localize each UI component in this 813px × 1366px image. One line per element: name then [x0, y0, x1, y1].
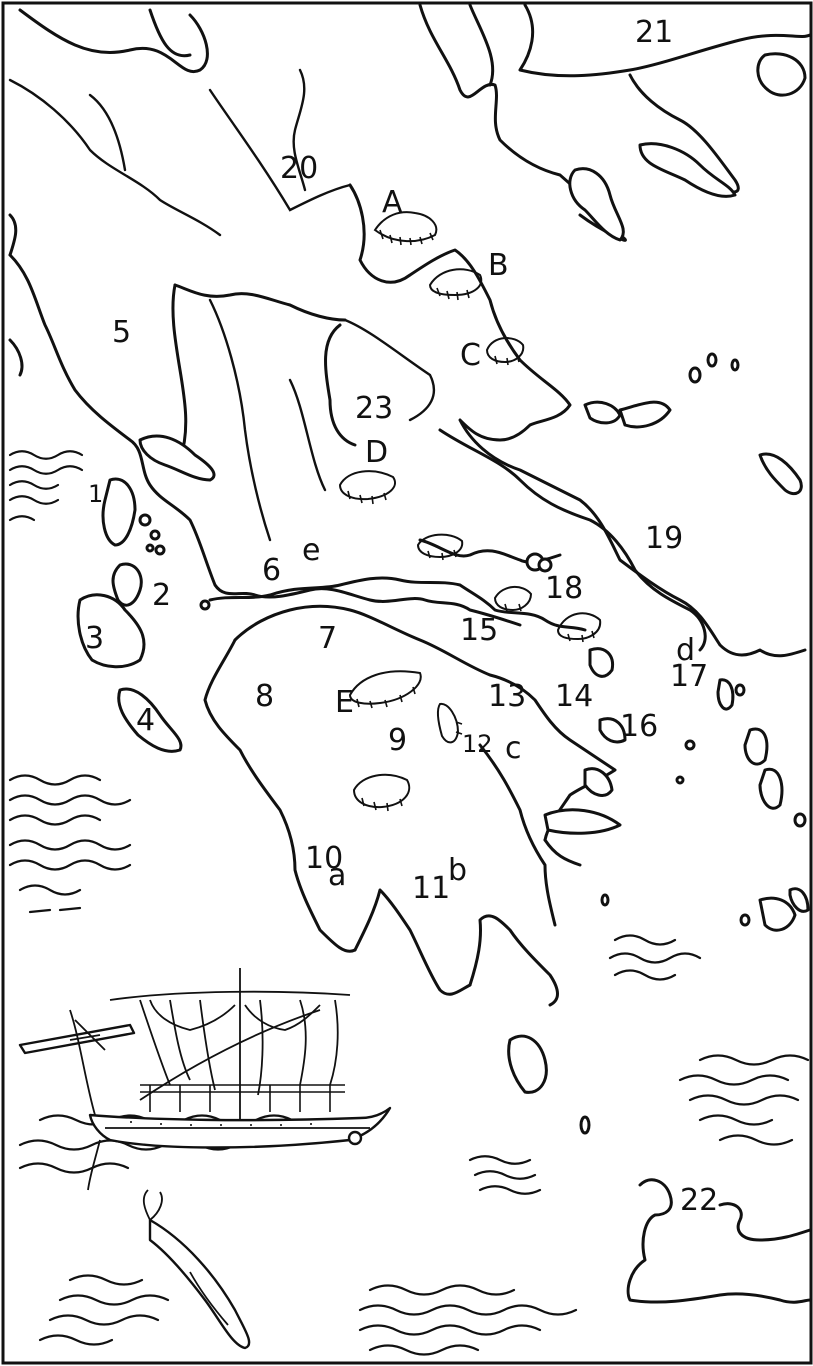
label-5: 5 — [112, 315, 131, 350]
label-4: 4 — [136, 703, 155, 738]
ionian-islands — [76, 434, 216, 753]
mountain-icon — [416, 533, 464, 561]
mountains — [338, 211, 602, 812]
label-16: 16 — [620, 709, 658, 744]
mountain-icon — [352, 773, 411, 812]
rivers — [8, 68, 436, 542]
crete-island — [626, 1178, 812, 1304]
label-mountain-C: C — [460, 338, 481, 373]
chalcidice-peninsulas — [568, 52, 807, 242]
label-city-a: a — [328, 858, 346, 893]
mountain-labels: A B C D E — [335, 185, 509, 720]
label-mountain-A: A — [382, 185, 403, 220]
dolphin-icon — [142, 1189, 251, 1350]
island-4 — [117, 687, 183, 753]
ship-icon — [18, 968, 392, 1191]
mountain-icon — [428, 268, 483, 301]
mountain-icon — [493, 586, 533, 612]
island-2 — [111, 562, 143, 607]
label-13: 13 — [488, 679, 526, 714]
label-mountain-E: E — [335, 685, 354, 720]
label-mountain-B: B — [488, 248, 509, 283]
label-11: 11 — [412, 871, 450, 906]
label-city-c: c — [505, 731, 522, 766]
label-city-b: b — [448, 853, 467, 888]
mountain-icon — [556, 612, 602, 643]
mountain-icon — [485, 337, 525, 366]
label-20: 20 — [280, 151, 318, 186]
label-12: 12 — [462, 730, 493, 758]
mountain-icon — [338, 470, 396, 505]
region-labels: 21 20 5 23 19 1 2 3 4 6 7 8 9 10 11 12 1… — [85, 15, 718, 1218]
mountain-icon — [436, 702, 463, 744]
greek-mainland — [8, 183, 807, 658]
city-markers — [525, 552, 553, 573]
label-21: 21 — [635, 15, 673, 50]
label-city-e: e — [302, 533, 320, 568]
northern-coastlines — [18, 3, 812, 242]
label-22: 22 — [680, 1183, 718, 1218]
label-9: 9 — [388, 723, 407, 758]
label-8: 8 — [255, 679, 274, 714]
label-city-d: d — [676, 633, 695, 668]
aegean-islands — [507, 352, 810, 1135]
label-23: 23 — [355, 391, 393, 426]
label-7: 7 — [318, 621, 337, 656]
label-6: 6 — [262, 553, 281, 588]
mountain-icon — [373, 211, 438, 246]
label-15: 15 — [460, 613, 498, 648]
city-labels: a b c d e — [302, 533, 695, 893]
island-3 — [76, 593, 146, 669]
label-2: 2 — [152, 578, 171, 613]
label-1: 1 — [88, 480, 103, 508]
label-10: 10 — [305, 841, 343, 876]
euboea-island — [438, 428, 707, 652]
label-14: 14 — [555, 679, 593, 714]
label-17: 17 — [670, 659, 708, 694]
label-mountain-D: D — [365, 435, 388, 470]
mountain-icon — [348, 670, 422, 709]
island-1 — [101, 477, 137, 547]
sea-waves-icon — [8, 450, 810, 1356]
label-19: 19 — [645, 521, 683, 556]
label-18: 18 — [545, 571, 583, 606]
peloponnese — [203, 604, 617, 1007]
label-3: 3 — [85, 621, 104, 656]
